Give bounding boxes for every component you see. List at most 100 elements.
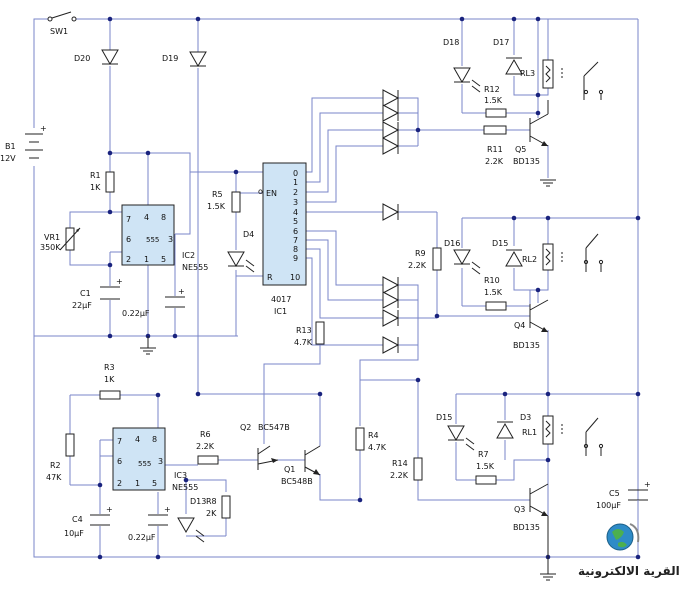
q2-part: BC547B [258,423,290,432]
ic2-555: 555 7 4 8 6 3 2 1 5 IC2 NE555 [121,204,208,272]
ic1-out-2: 2 [293,188,298,197]
ic3-pin1: 1 [135,479,140,488]
c1-plus: + [116,277,123,286]
resistor-r12: R12 1.5K [484,85,507,118]
ic2-chip: 555 [146,236,159,244]
q5-ref: Q5 [515,145,526,154]
q1-part: BC548B [281,477,313,486]
c3-value: 0.22µF [128,533,156,542]
junctions [67,16,641,560]
ic1-out-7: 7 [293,236,298,245]
r5-ref: R5 [212,190,223,199]
watermark-logo: القرية الالكترونية [578,523,680,579]
diode-d17: D17 [493,38,523,75]
capacitor-c4: + C4 10µF [64,505,113,538]
c5-value: 100µF [596,501,621,510]
resistor-r9: R9 2.2K [408,247,442,271]
q1-ref: Q1 [284,465,295,474]
r10-value: 1.5K [484,288,503,297]
r4-ref: R4 [368,431,379,440]
r7-value: 1.5K [476,462,495,471]
ic2-pin8: 8 [161,213,166,222]
d17-label: D17 [493,38,509,47]
r4-value: 4.7K [368,443,387,452]
ground-symbol-1 [140,336,156,355]
ic3-ref: IC3 [174,471,187,480]
c4-plus: + [106,505,113,514]
b1-value: 12V [0,154,16,163]
vr1-value: 350K [40,243,61,252]
resistor-r2: R2 47K [46,433,75,482]
transistor-q3: Q3 BD135 [513,483,549,557]
c4-ref: C4 [72,515,83,524]
ic3-555: 555 7 4 8 6 3 2 1 5 IC3 NE555 [112,427,198,492]
capacitor-c1: + C1 22µF [72,277,123,310]
transistor-q1: Q1 BC548B [281,445,321,486]
q4-part: BD135 [513,341,540,350]
r14-ref: R14 [392,459,408,468]
ic3-part: NE555 [172,483,198,492]
relay-rl1: RL1 [522,415,604,456]
diode-d20: D20 [74,49,119,66]
resistor-r3: R3 1K [99,363,121,400]
ground-symbol-main [540,557,556,581]
relay-rl3: RL3 [520,59,604,100]
d18-label: D18 [443,38,459,47]
diode-d19: D19 [162,51,207,68]
d14-label: D15 [436,413,452,422]
q4-ref: Q4 [514,321,525,330]
c5-ref: C5 [609,489,620,498]
d13-label: D13 [190,497,206,506]
r13-ref: R13 [296,326,312,335]
r12-value: 1.5K [484,96,503,105]
ic3-pin3: 3 [158,457,163,466]
transistor-q5: Q5 BD135 [513,100,549,166]
c5-plus: + [644,480,651,489]
ic3-pin8: 8 [152,435,157,444]
led-d18: D18 [443,38,481,93]
sw1-label: SW1 [50,27,68,36]
r7-ref: R7 [478,450,489,459]
b1-ref: B1 [5,142,16,151]
d15-label: D15 [492,239,508,248]
ic1-part: 4017 [271,295,291,304]
c2-plus: + [178,287,185,296]
ic3-pin6: 6 [117,457,122,466]
capacitor-c3: + 0.22µF [128,505,171,542]
led-d16: D16 [444,239,481,275]
resistor-r13: R13 4.7K [294,321,325,347]
vr1-ref: VR1 [44,233,60,242]
resistor-r10: R10 1.5K [484,276,507,311]
r1-ref: R1 [90,171,101,180]
d3-label: D3 [520,413,531,422]
r12-ref: R12 [484,85,500,94]
capacitor-c2: + 0.22µF [122,287,185,318]
d20-label: D20 [74,54,90,63]
resistor-r14: R14 2.2K [390,457,423,481]
r9-ref: R9 [415,249,426,258]
diode-single-mid [382,203,400,221]
ic1-out-5: 5 [293,217,298,226]
watermark-text: القرية الالكترونية [578,564,680,579]
diode-bank-upper [382,89,400,155]
ic1-out-9: 9 [293,254,298,263]
r11-value: 2.2K [485,157,504,166]
r5-value: 1.5K [207,202,226,211]
r2-ref: R2 [50,461,61,470]
ic3-pin7: 7 [117,437,122,446]
rl1-label: RL1 [522,428,537,437]
c1-value: 22µF [72,301,92,310]
r9-value: 2.2K [408,261,427,270]
ic2-pin1: 1 [144,255,149,264]
ic1-out-8: 8 [293,245,298,254]
ic1-out-3: 3 [293,198,298,207]
c1-ref: C1 [80,289,91,298]
ic2-pin7: 7 [126,215,131,224]
ic1-out-4: 4 [293,208,298,217]
rl3-label: RL3 [520,69,535,78]
q2-ref: Q2 [240,423,251,432]
q3-ref: Q3 [514,505,525,514]
r8-ref: R8 [206,497,217,506]
ic3-pin5: 5 [152,479,157,488]
